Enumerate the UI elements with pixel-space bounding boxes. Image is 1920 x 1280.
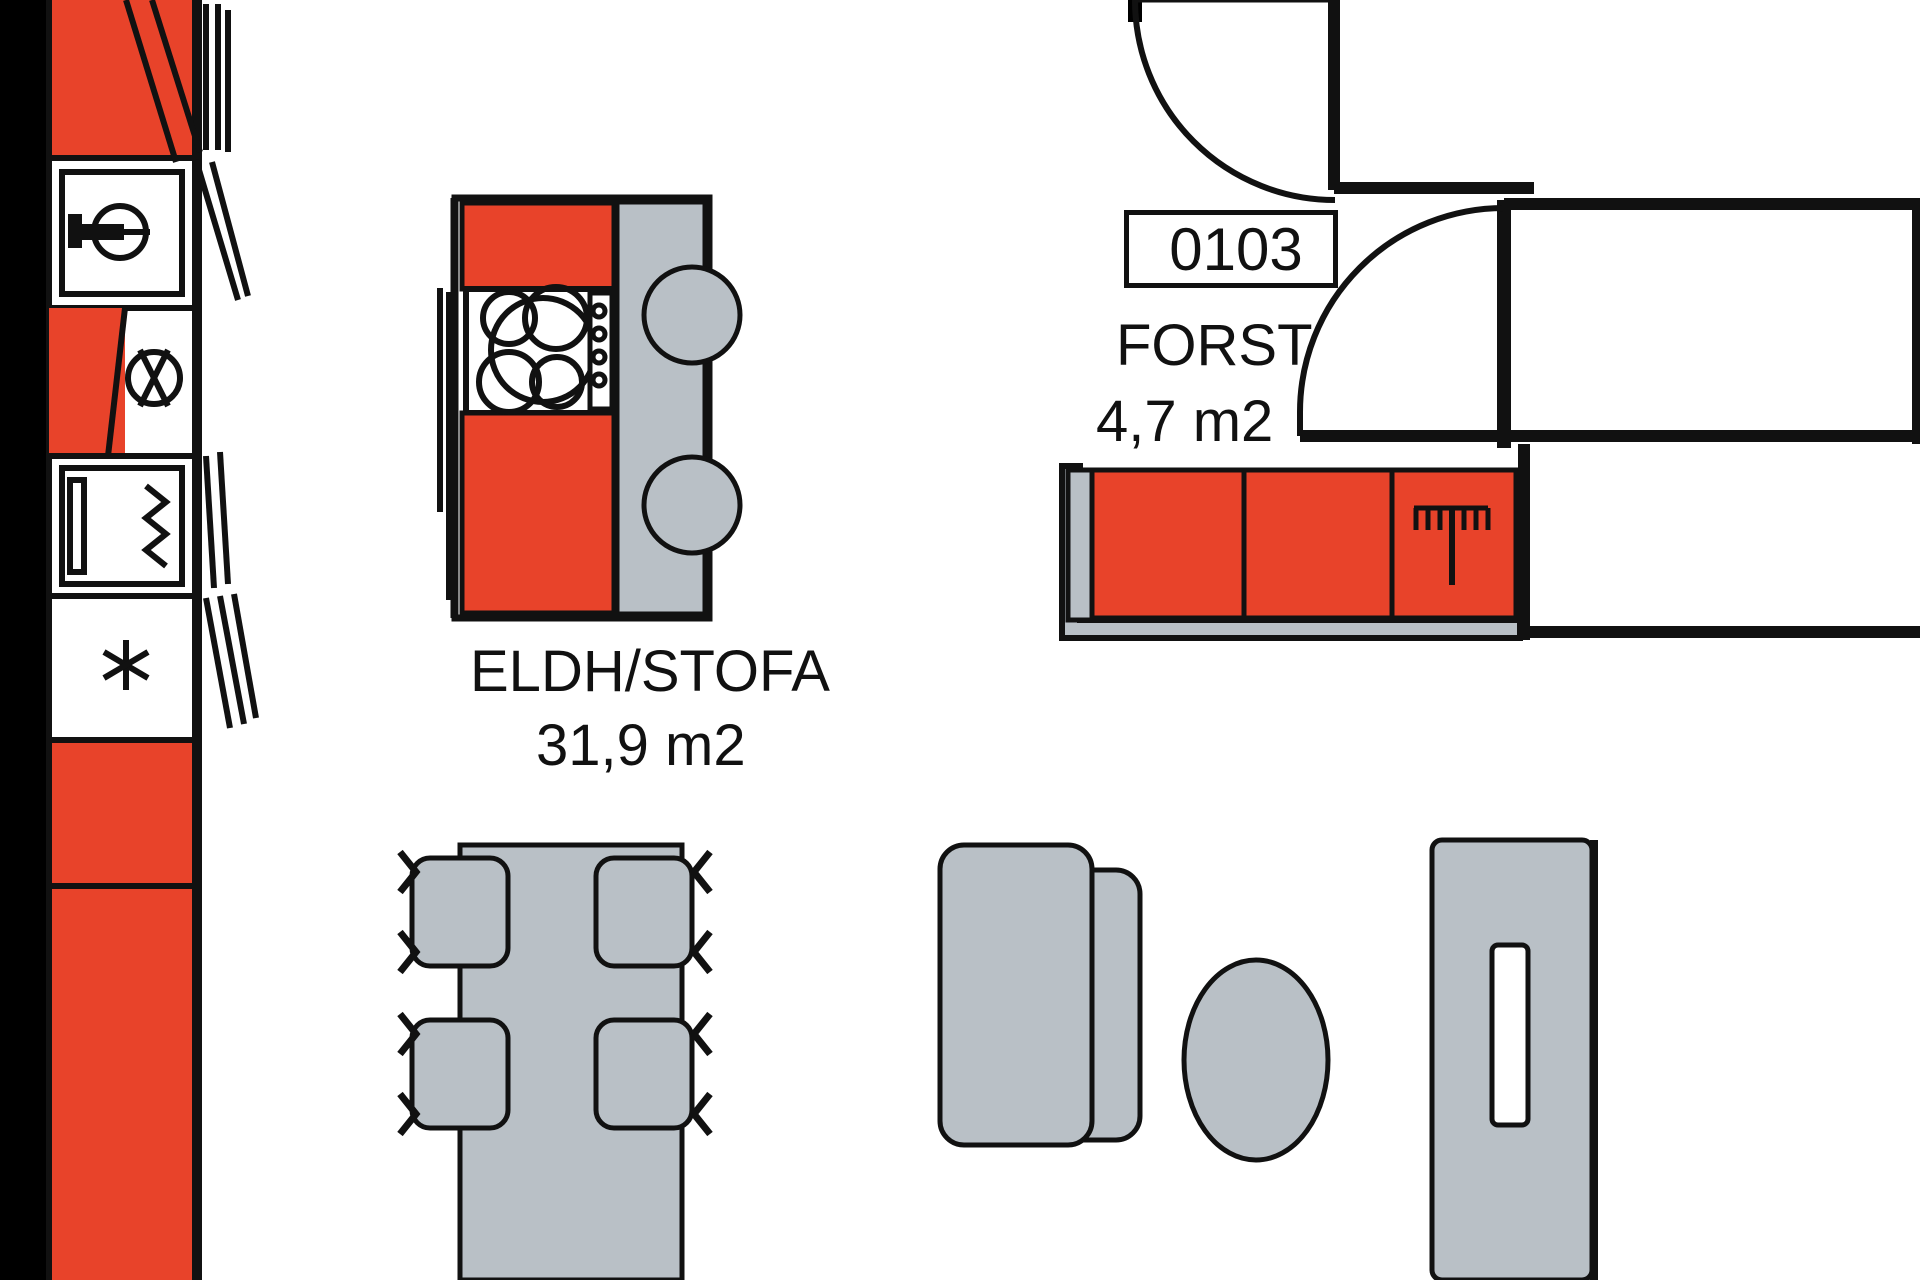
snowflake-icon [102,640,150,690]
entry-cabinet-run [1059,444,1920,641]
side-table [1181,957,1331,1163]
room-label-eldh-stofa: ELDH/STOFA [470,639,830,704]
heating-element-icon [141,483,171,569]
room-area-forst: 4,7 m2 [1096,389,1274,454]
dining-chair [397,1011,511,1137]
dining-chair [593,1011,713,1137]
freezer-unit [46,593,198,743]
sofa [1429,837,1920,1280]
armchair [937,842,1143,1148]
room-number-forst: 0103 [1169,216,1303,283]
dining-set [397,842,713,1280]
cabinet-orange-base-1 [46,737,198,889]
cabinet-orange-base-2 [46,883,198,1280]
room-label-forst: FORST [1116,313,1313,378]
coat-rack-icon [1413,505,1491,585]
entry-door [1297,198,1920,448]
oven-unit [46,453,198,599]
left-exterior-wall [0,0,46,1280]
cabinet-orange-upper [46,0,198,161]
bar-stool-lower [641,454,743,556]
sink-unit [46,155,198,311]
kitchen-left-run [46,0,202,1280]
kitchen-island [437,194,713,622]
top-door [1128,0,1534,203]
dining-chair [593,849,713,975]
dishwasher-icon [125,348,183,408]
cooktop-icon [476,284,615,415]
left-run-door-leaves [123,0,259,729]
room-area-eldh-stofa: 31,9 m2 [536,713,746,778]
room-number-badge: 0103 [1124,210,1338,288]
bar-stool-upper [641,264,743,366]
dishwasher-unit [46,305,198,459]
sink-icon [68,203,150,261]
dining-chair [397,849,511,975]
